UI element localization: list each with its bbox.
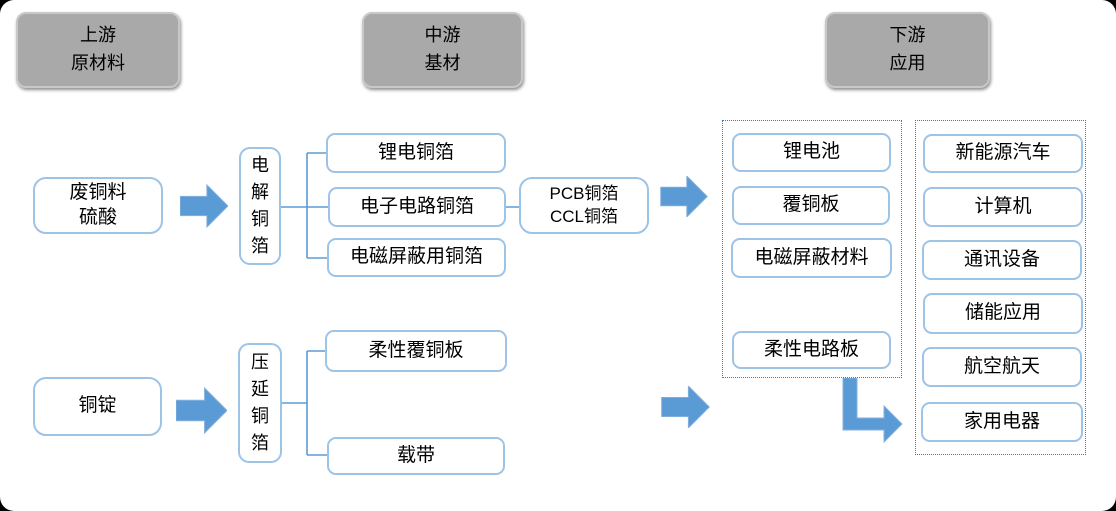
box-new-energy-vehicles: 新能源汽车 <box>923 134 1083 173</box>
box-flexible-circuit-board: 柔性电路板 <box>732 331 891 369</box>
downstream-materials-group <box>722 120 902 378</box>
box-copper-ingot: 铜锭 <box>33 377 162 436</box>
box-communication-equipment: 通讯设备 <box>922 240 1082 280</box>
right-arrow-icon <box>180 183 228 229</box>
box-energy-storage: 储能应用 <box>923 293 1083 334</box>
box-electronic-circuit-foil: 电子电路铜箔 <box>328 187 506 227</box>
box-flexible-ccl: 柔性覆铜板 <box>325 330 507 372</box>
box-pcb-ccl-foil: PCB铜箔 CCL铜箔 <box>519 177 649 234</box>
stage-header-midstream: 中游 基材 <box>362 12 523 88</box>
right-arrow-icon <box>661 386 710 428</box>
box-electrolytic-copper-foil: 电解铜箔 <box>239 147 281 265</box>
right-arrow-icon <box>660 176 708 217</box>
box-copper-clad-laminate: 覆铜板 <box>732 186 890 225</box>
box-emi-shielding-material: 电磁屏蔽材料 <box>731 238 892 278</box>
box-home-appliances: 家用电器 <box>921 402 1083 442</box>
bent-arrow-icon <box>842 378 903 444</box>
stage-header-downstream: 下游 应用 <box>825 12 990 88</box>
electrolytic-copper-foil-label: 电解铜箔 <box>251 155 269 256</box>
box-lithium-battery: 锂电池 <box>732 133 891 172</box>
box-rolled-copper-foil: 压延铜箔 <box>238 343 282 463</box>
box-computers: 计算机 <box>923 187 1083 227</box>
box-carrier-tape: 载带 <box>327 437 505 475</box>
box-scrap-copper-sulfuric-acid: 废铜料 硫酸 <box>33 177 163 234</box>
box-emi-shielding-foil: 电磁屏蔽用铜箔 <box>327 238 506 277</box>
box-lithium-battery-foil: 锂电铜箔 <box>326 133 506 173</box>
box-aerospace: 航空航天 <box>922 347 1082 387</box>
right-arrow-icon <box>176 387 227 434</box>
stage-header-upstream: 上游 原材料 <box>16 12 180 88</box>
downstream-applications-group <box>915 120 1086 455</box>
rolled-copper-foil-label: 压延铜箔 <box>251 352 269 453</box>
